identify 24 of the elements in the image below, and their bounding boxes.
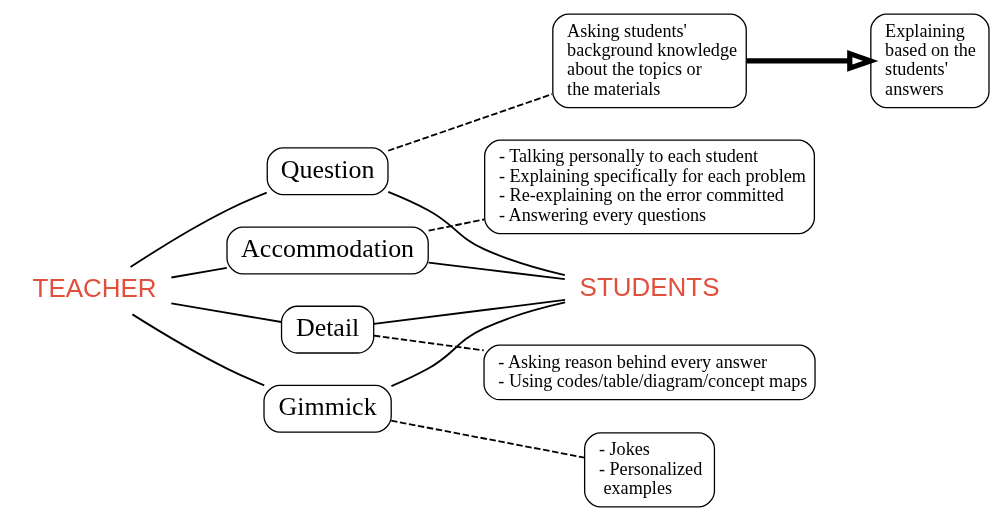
connector [129, 191, 268, 268]
connector [387, 92, 554, 152]
node-box: Detail [280, 305, 375, 354]
arrow [746, 49, 879, 72]
node-box: Accommodation [226, 225, 429, 274]
connector [170, 302, 283, 323]
node-box: Explaining based on the students' answers [870, 13, 990, 108]
node-box: Question [266, 146, 389, 195]
node-box: Asking students' background knowledge about the topics or the materials [552, 13, 747, 108]
node-text: TEACHER [32, 272, 157, 303]
node-box: - Asking reason behind every answer - Using codes/table/diagram/concept maps [483, 344, 816, 400]
connector [373, 334, 485, 351]
node-box: - Talking personally to each student - Explaining specifically for each problem - Re-explaining on the error committed - Answering every questions [484, 138, 816, 234]
connector [390, 419, 586, 459]
connector [373, 298, 567, 325]
connector [170, 266, 228, 278]
node-box: - Jokes - Personalized examples [584, 431, 716, 507]
connector [427, 261, 566, 280]
connector [131, 312, 266, 386]
node-text: STUDENTS [579, 271, 720, 302]
connector [387, 190, 566, 276]
node-box: Gimmick [263, 384, 392, 433]
connector [427, 218, 486, 231]
connector [390, 301, 567, 387]
